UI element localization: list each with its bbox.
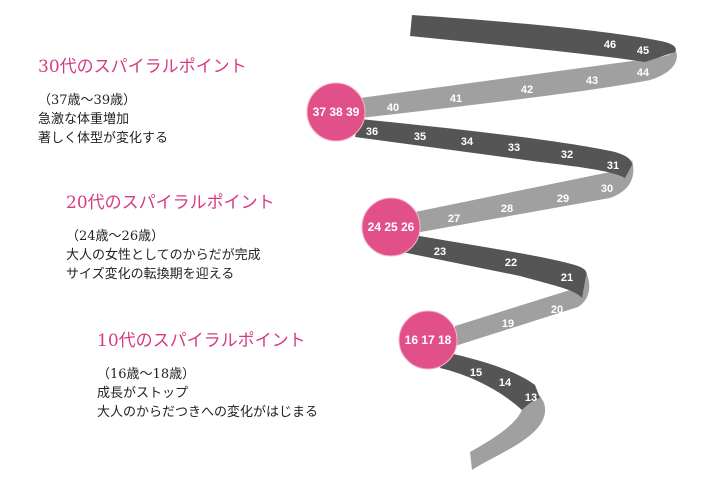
age-label: 35 [414,131,426,143]
description-line: 急激な体重増加 [38,112,130,127]
age-label: 32 [561,149,573,161]
circle-label: 37 38 39 [313,105,360,119]
age-label: 44 [637,67,650,79]
age-label: 21 [561,272,573,284]
section-20s: 20代のスパイラルポイント （24歳〜26歳） 大人の女性としてのからだが完成 … [66,188,275,284]
age-label: 36 [366,126,378,138]
description-line: 成長がストップ [97,386,189,401]
age-label: 19 [502,318,514,330]
age-label: 34 [461,136,474,148]
age-label: 28 [501,203,513,215]
spiral-band-dark [440,352,540,410]
age-label: 43 [586,75,598,87]
section-30s: 30代のスパイラルポイント （37歳〜39歳） 急激な体重増加 著しく体型が変化… [38,52,247,148]
spiral-band-dark [402,234,587,298]
age-label: 42 [521,84,533,96]
description-line: 大人の女性としてのからだが完成 [66,248,261,263]
age-range: （16歳〜18歳） [97,367,196,382]
spiral-band-dark [410,15,676,62]
age-label: 41 [450,93,462,105]
spiral-band-light [470,388,546,470]
age-label: 31 [607,160,619,172]
age-label: 30 [601,183,613,195]
age-label: 45 [637,45,649,57]
description-line: 大人のからだつきへの変化がはじまる [97,405,319,420]
age-range: （24歳〜26歳） [66,229,165,244]
section-title: 30代のスパイラルポイント [38,57,247,77]
age-label: 33 [508,142,520,154]
circle-label: 16 17 18 [405,333,452,347]
section-title: 10代のスパイラルポイント [97,331,306,351]
spiral-band-dark [355,119,632,178]
section-10s: 10代のスパイラルポイント （16歳〜18歳） 成長がストップ 大人のからだつき… [97,326,318,422]
age-label: 20 [551,304,563,316]
spiral-point-10s [398,310,458,370]
spiral-band-light [415,160,634,233]
spiral-point-20s [361,197,421,257]
age-range: （37歳〜39歳） [38,93,137,108]
age-label: 15 [470,367,482,379]
section-title: 20代のスパイラルポイント [66,193,275,213]
age-label: 23 [434,246,446,258]
spiral-band-light [360,49,677,118]
age-label: 14 [499,377,512,389]
age-label: 29 [557,193,569,205]
circle-label: 24 25 26 [368,220,415,234]
age-label: 13 [525,392,537,404]
age-label: 40 [387,102,399,114]
age-label: 22 [505,257,517,269]
age-label: 46 [604,39,616,51]
description-line: 著しく体型が変化する [38,131,169,146]
description-line: サイズ変化の転換期を迎える [66,267,235,282]
age-label: 27 [448,213,460,225]
spiral-point-30s [306,82,366,142]
spiral-band-light [455,272,590,346]
